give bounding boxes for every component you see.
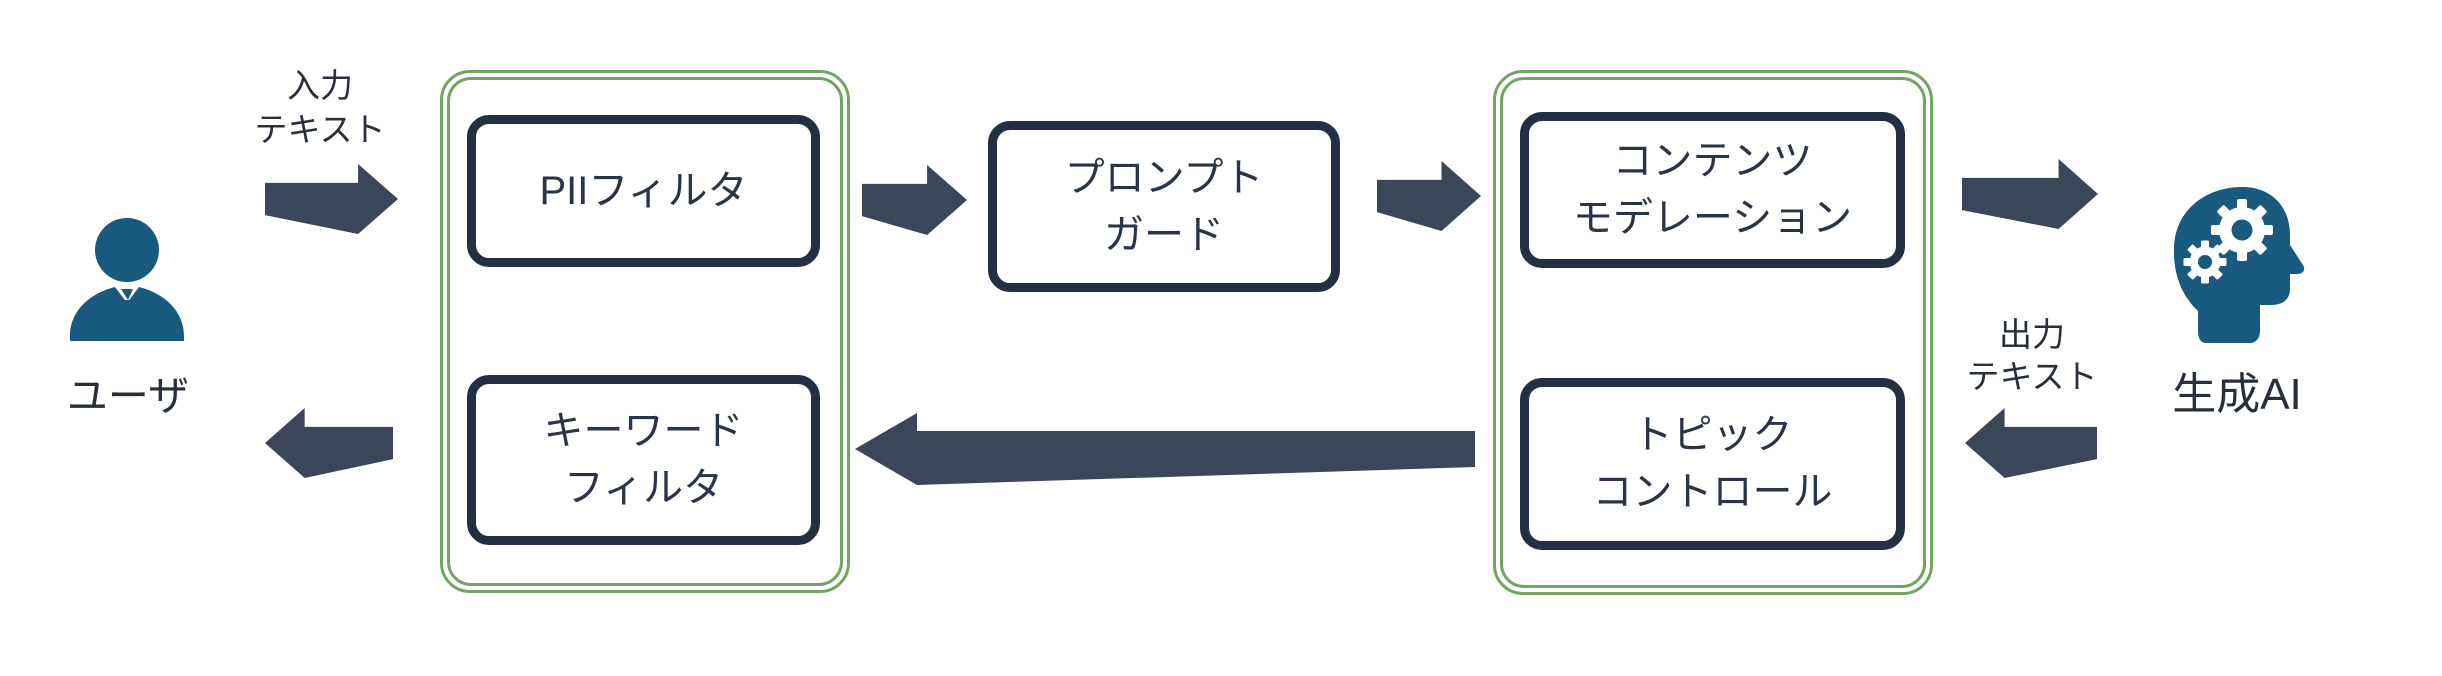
generative-ai-label: 生成AI: [2172, 370, 2302, 419]
arrow-ai-to-moderation: [1965, 408, 2097, 478]
output-moderation-group: [1493, 70, 1933, 595]
arrow-filters-to-user: [265, 408, 393, 478]
content-moderation-box: コンテンツ モデレーション: [1520, 112, 1905, 268]
content-moderation-label: コンテンツ モデレーション: [1572, 139, 1853, 240]
keyword-filter-label: キーワード フィルタ: [543, 409, 744, 510]
output-text-label: 出力 テキスト: [1966, 316, 2098, 395]
topic-control-box: トピック コントロール: [1520, 378, 1905, 550]
input-text-label: 入力 テキスト: [254, 67, 386, 148]
arrow-moderation-to-filters: [855, 413, 1475, 485]
keyword-filter-box: キーワード フィルタ: [467, 375, 820, 545]
pii-filter-label: PIIフィルタ: [539, 168, 748, 213]
prompt-guard-box: プロンプト ガード: [988, 121, 1340, 292]
arrow-user-to-input-filters: [265, 164, 398, 234]
prompt-guard-label: プロンプト ガード: [1064, 155, 1264, 257]
ai-brain-gears-icon: [2168, 183, 2308, 345]
arrow-prompt-guard-to-moderation: [1377, 161, 1481, 231]
topic-control-label: トピック コントロール: [1592, 413, 1833, 514]
user-label: ユーザ: [66, 373, 190, 419]
pii-filter-box: PIIフィルタ: [467, 115, 820, 267]
input-filter-group: [440, 70, 850, 593]
arrow-moderation-to-ai: [1962, 159, 2098, 229]
user-icon: [70, 216, 190, 341]
arrow-filters-to-prompt-guard: [862, 165, 967, 235]
